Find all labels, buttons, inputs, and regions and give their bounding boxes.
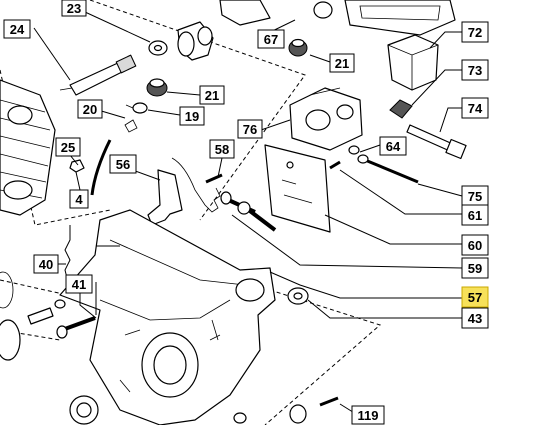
callout-41: 41 (65, 274, 93, 294)
fuel-hose-part (90, 139, 112, 196)
small-washer-part (348, 145, 360, 155)
ring-washer-part (287, 287, 309, 305)
svg-text:20: 20 (83, 102, 97, 117)
carburetor-part (289, 87, 363, 151)
svg-text:74: 74 (468, 101, 483, 116)
svg-text:21: 21 (335, 56, 349, 71)
svg-text:59: 59 (468, 261, 482, 276)
callout-43: 43 (461, 307, 489, 329)
gasket-plate-part (264, 144, 331, 233)
callout-75: 75 (461, 185, 489, 207)
gasket-block-part (389, 99, 413, 119)
bearing-part (69, 395, 99, 425)
filter-housing-part (387, 34, 439, 91)
callout-59: 59 (461, 257, 489, 279)
washer-part (148, 40, 168, 56)
callout-23: 23 (61, 0, 87, 17)
callout-73: 73 (461, 59, 489, 81)
callout-56: 56 (109, 154, 137, 174)
svg-text:58: 58 (215, 142, 229, 157)
lever-part (147, 169, 183, 226)
svg-text:73: 73 (468, 63, 482, 78)
svg-text:75: 75 (468, 189, 482, 204)
callout-4: 4 (69, 189, 89, 209)
grommet-part (146, 78, 168, 97)
svg-text:119: 119 (358, 408, 379, 423)
svg-text:60: 60 (468, 238, 482, 253)
spring-part (171, 157, 221, 213)
svg-text:41: 41 (72, 277, 86, 292)
cylinder-part (0, 79, 56, 216)
svg-text:67: 67 (264, 32, 278, 47)
screw-part (329, 160, 341, 170)
nut-part (69, 159, 85, 173)
o-ring-part (0, 271, 66, 361)
svg-text:23: 23 (67, 1, 81, 16)
shaft-part (406, 124, 467, 160)
svg-text:25: 25 (61, 140, 75, 155)
svg-text:24: 24 (10, 22, 25, 37)
svg-text:76: 76 (243, 122, 257, 137)
svg-text:56: 56 (116, 157, 130, 172)
clip-ring-part (124, 102, 148, 133)
callout-21-left: 21 (199, 85, 225, 105)
callout-25: 25 (55, 137, 81, 157)
crankcase-part (59, 209, 276, 425)
long-screw-part (357, 154, 419, 184)
callout-57: 57 (461, 286, 489, 308)
svg-text:19: 19 (185, 109, 199, 124)
pin-part (27, 307, 96, 339)
callout-20: 20 (77, 99, 103, 119)
spark-plug-part (59, 54, 137, 96)
svg-text:43: 43 (468, 311, 482, 326)
callout-64: 64 (379, 136, 407, 156)
callout-60: 60 (461, 234, 489, 256)
callout-67: 67 (257, 29, 285, 49)
callout-61: 61 (461, 204, 489, 226)
callout-72: 72 (461, 21, 489, 43)
grommet-part-right (288, 38, 308, 57)
top-housing-part (219, 0, 456, 36)
svg-text:57: 57 (468, 290, 482, 305)
svg-text:21: 21 (205, 88, 219, 103)
svg-text:4: 4 (75, 192, 83, 207)
callout-74: 74 (461, 97, 489, 119)
callout-40: 40 (33, 254, 59, 274)
bushing-part (233, 396, 339, 424)
bolt-part (205, 173, 277, 232)
callout-119: 119 (351, 405, 385, 425)
callout-19: 19 (179, 106, 205, 126)
callout-21-right: 21 (329, 53, 355, 73)
svg-text:64: 64 (386, 139, 401, 154)
svg-text:40: 40 (39, 257, 53, 272)
callout-58: 58 (209, 139, 235, 159)
intake-elbow-part (177, 21, 214, 61)
svg-text:61: 61 (468, 208, 482, 223)
callout-76: 76 (237, 119, 263, 139)
svg-text:72: 72 (468, 25, 482, 40)
callout-24: 24 (3, 19, 31, 39)
